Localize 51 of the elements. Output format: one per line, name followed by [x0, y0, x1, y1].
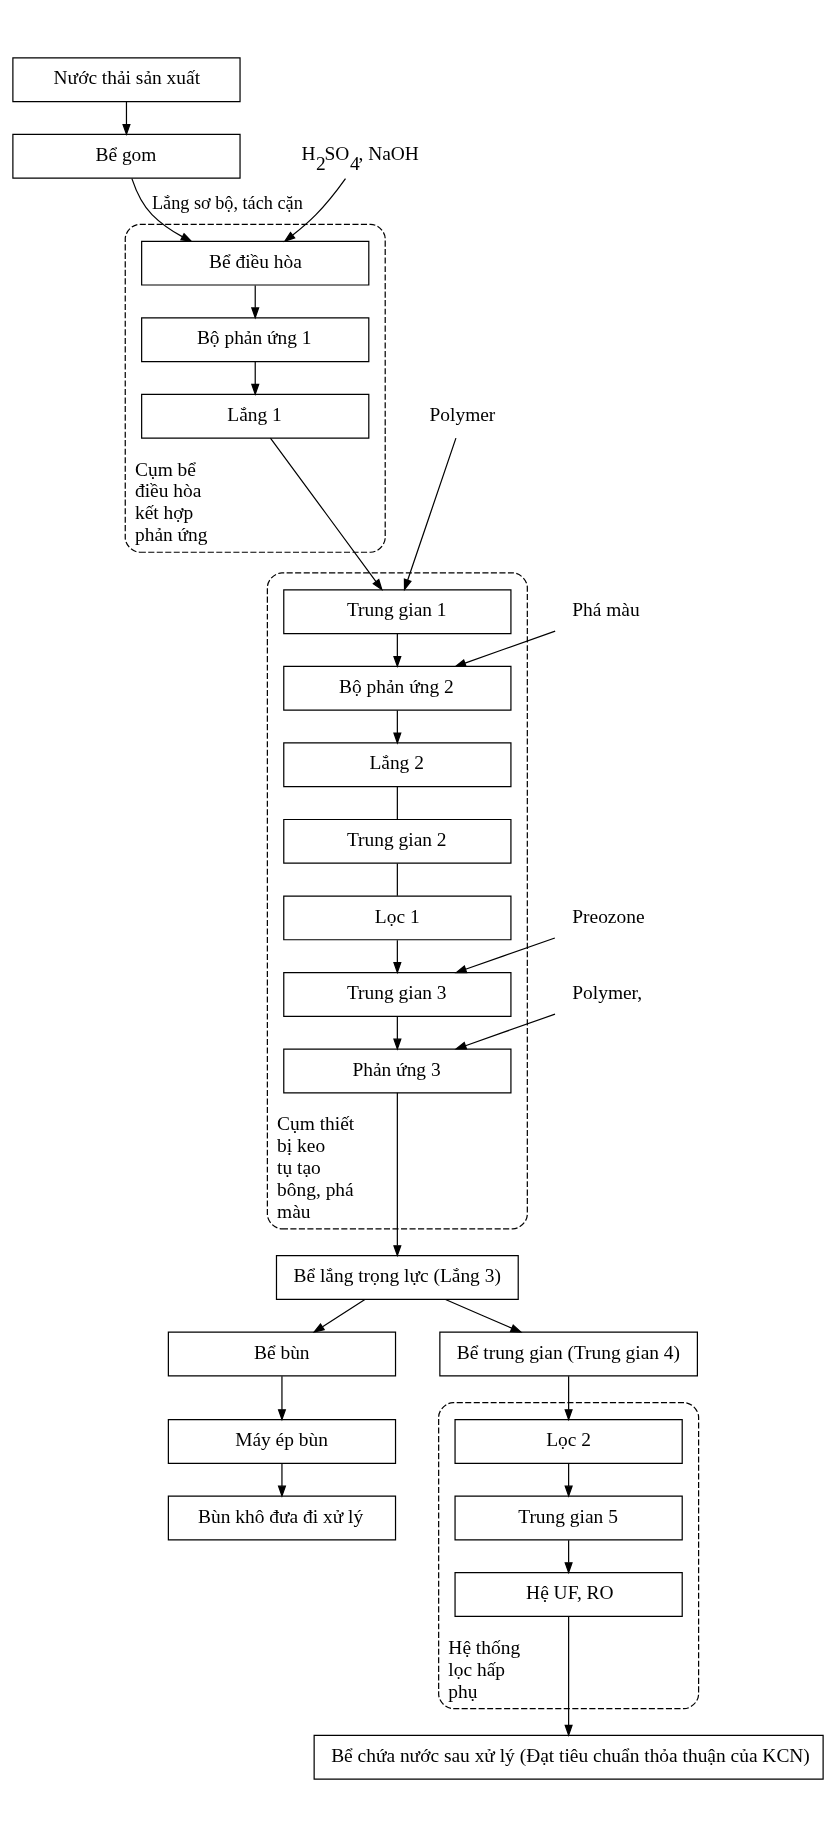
arrow: [122, 100, 131, 136]
edge-label: Lắng sơ bộ, tách cặn: [151, 191, 303, 212]
connector: [396, 786, 398, 820]
arrow: [564, 1615, 573, 1737]
node-text: Polymer,: [572, 981, 643, 1003]
node-box: Bộ phản ứng 1: [141, 316, 370, 362]
arrow: [312, 1298, 366, 1333]
node-box: Trung gian 5: [454, 1495, 683, 1540]
arrow: [403, 437, 457, 591]
node-box: Hệ UF, RO: [454, 1571, 683, 1617]
node-box: Bộ phản ứng 2: [283, 665, 512, 711]
arrow: [393, 709, 402, 745]
node-box: Máy ép bùn: [167, 1418, 397, 1464]
arrow: [393, 1015, 402, 1051]
node-box: Trung gian 3: [283, 971, 512, 1017]
arrow: [131, 177, 193, 242]
node-box: Trung gian 2: [283, 818, 512, 864]
arrow: [454, 936, 556, 973]
arrow: [393, 939, 402, 974]
node-box: Phản ứng 3: [283, 1047, 512, 1093]
arrow: [393, 632, 402, 668]
arrow: [277, 1462, 287, 1498]
node-box: Bể trung gian (Trung gian 4): [439, 1331, 698, 1376]
arrow: [250, 360, 260, 396]
arrow: [564, 1375, 573, 1421]
node-box: Bể lắng trọng lực (Lắng 3): [275, 1254, 519, 1300]
connector: [396, 862, 398, 896]
node-box: Bể chứa nước sau xử lý (Đạt tiêu chuẩn thỏa thuận của KCN): [313, 1734, 824, 1780]
arrow: [393, 1091, 402, 1257]
arrow: [564, 1539, 573, 1574]
arrow: [454, 1013, 556, 1050]
arrow: [283, 177, 347, 242]
node-box: Lọc 2: [454, 1418, 683, 1464]
node-box: Bể bùn: [167, 1331, 397, 1376]
arrow: [564, 1462, 573, 1498]
node-box: Trung gian 1: [283, 588, 512, 634]
arrow: [453, 630, 556, 667]
node-box: Nước thải sản xuất: [12, 56, 241, 102]
node-box: Bể điều hòa: [141, 240, 370, 286]
node-text: Phá màu: [572, 598, 640, 620]
node-box: Lọc 1: [283, 894, 512, 940]
node-box: Lắng 1: [141, 393, 370, 439]
node-box: Bùn khô đưa đi xử lý: [167, 1495, 397, 1540]
node-box: Bể gom: [12, 133, 241, 179]
arrow: [269, 437, 383, 591]
node-text: Polymer: [429, 403, 496, 425]
arrow: [277, 1375, 287, 1421]
node-text: Preozone: [572, 905, 645, 927]
arrow: [444, 1298, 523, 1333]
arrow: [250, 284, 260, 319]
node-box: Lắng 2: [283, 741, 512, 787]
